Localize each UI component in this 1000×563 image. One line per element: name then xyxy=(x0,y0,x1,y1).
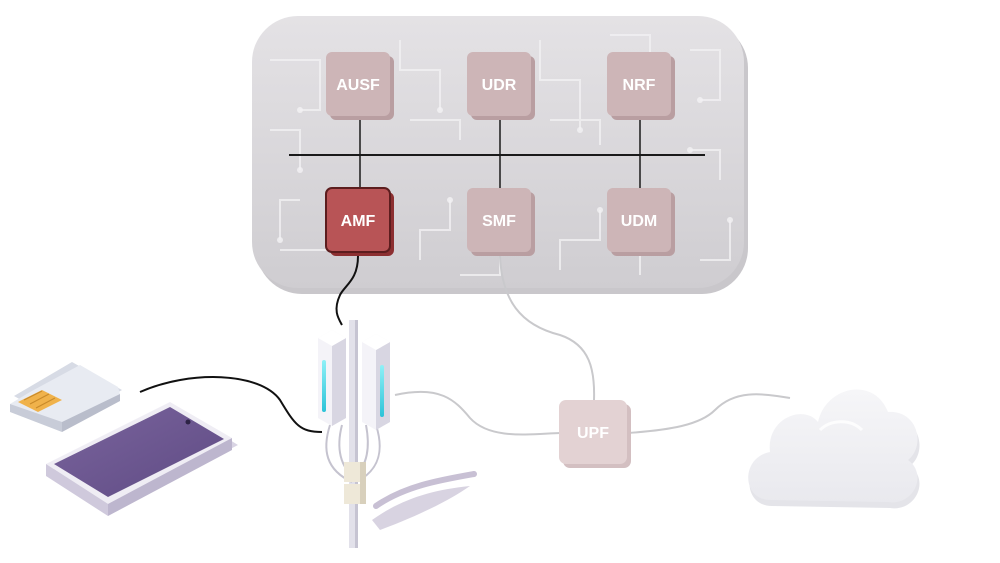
upf-node[interactable]: UPF xyxy=(559,400,631,468)
sim-card-icon xyxy=(10,362,122,432)
cloud-icon xyxy=(748,389,920,509)
antenna-to-upf-link xyxy=(394,390,561,436)
ausf-node[interactable]: AUSF xyxy=(326,52,394,120)
smf-to-upf-link xyxy=(499,255,596,401)
cell-antenna-icon xyxy=(318,320,477,548)
udr-node[interactable]: UDR xyxy=(467,52,535,120)
amf-to-antenna-link xyxy=(335,255,359,326)
udm-label: UDM xyxy=(621,213,657,230)
ausf-label: AUSF xyxy=(336,77,380,94)
udr-label: UDR xyxy=(482,77,517,94)
amf-node[interactable]: AMF xyxy=(325,187,394,256)
upf-to-cloud-link xyxy=(627,393,791,434)
nrf-label: NRF xyxy=(623,77,656,94)
upf-label: UPF xyxy=(577,425,609,442)
phone-camera-icon xyxy=(185,419,191,425)
smartphone-icon xyxy=(46,402,238,516)
udm-node[interactable]: UDM xyxy=(607,188,675,256)
smf-label: SMF xyxy=(482,213,516,230)
amf-label: AMF xyxy=(341,213,376,230)
core-network-panel: AUSF UDR NRF AMF SMF xyxy=(252,16,748,294)
sim-chip-icon xyxy=(18,390,62,412)
phone-screen xyxy=(54,407,224,497)
nrf-node[interactable]: NRF xyxy=(607,52,675,120)
smf-node[interactable]: SMF xyxy=(467,188,535,256)
phone-to-antenna-link xyxy=(139,376,323,433)
